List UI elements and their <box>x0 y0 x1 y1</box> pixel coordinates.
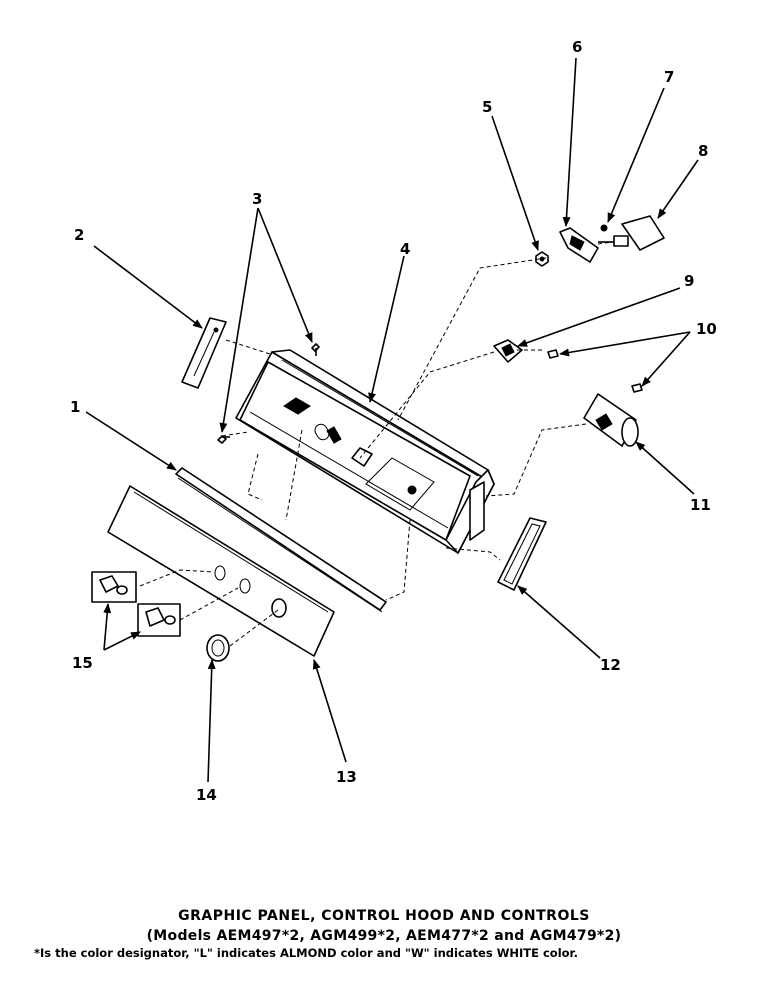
callout-15: 15 <box>72 654 93 672</box>
callout-12: 12 <box>600 656 621 674</box>
callout-14: 14 <box>196 786 217 804</box>
rotary-switch <box>598 215 665 251</box>
graphic-panel <box>107 485 335 657</box>
trim-strip <box>175 467 387 613</box>
left-end-cap <box>181 317 227 389</box>
callout-10: 10 <box>696 320 717 338</box>
control-knob <box>206 634 230 662</box>
color-designator-note: *Is the color designator, "L" indicates … <box>34 946 578 960</box>
timer-assembly <box>583 393 639 447</box>
callout-9: 9 <box>684 272 694 290</box>
assembly-lines <box>139 241 613 647</box>
diagram-title: GRAPHIC PANEL, CONTROL HOOD AND CONTROLS <box>178 908 590 924</box>
callout-4: 4 <box>400 240 410 258</box>
callout-numbers: 2 3 4 5 6 7 8 9 10 11 12 1 13 14 15 <box>70 38 717 804</box>
right-end-cap <box>497 517 547 591</box>
switch-bracket <box>559 227 599 263</box>
small-screw <box>600 224 608 232</box>
mounting-screw-a <box>547 349 559 359</box>
callout-13: 13 <box>336 768 357 786</box>
callout-1: 1 <box>70 398 80 416</box>
callout-7: 7 <box>664 68 674 86</box>
callout-5: 5 <box>482 98 492 116</box>
callout-6: 6 <box>572 38 582 56</box>
callout-3: 3 <box>252 190 262 208</box>
mounting-screw-b <box>631 383 643 393</box>
screw-lower <box>217 435 230 444</box>
callout-11: 11 <box>690 496 711 514</box>
parts-diagram: 2 3 4 5 6 7 8 9 10 11 12 1 13 14 15 <box>70 38 717 804</box>
selector-knob-upper <box>91 571 137 603</box>
callout-2: 2 <box>74 226 84 244</box>
hood-window-left <box>283 397 311 415</box>
selector-knob-lower <box>137 603 181 637</box>
callout-8: 8 <box>698 142 708 160</box>
screw-upper <box>311 343 320 356</box>
leader-lines <box>85 57 699 783</box>
model-list: (Models AEM497*2, AGM499*2, AEM477*2 and… <box>146 928 622 944</box>
push-switch <box>493 339 523 363</box>
